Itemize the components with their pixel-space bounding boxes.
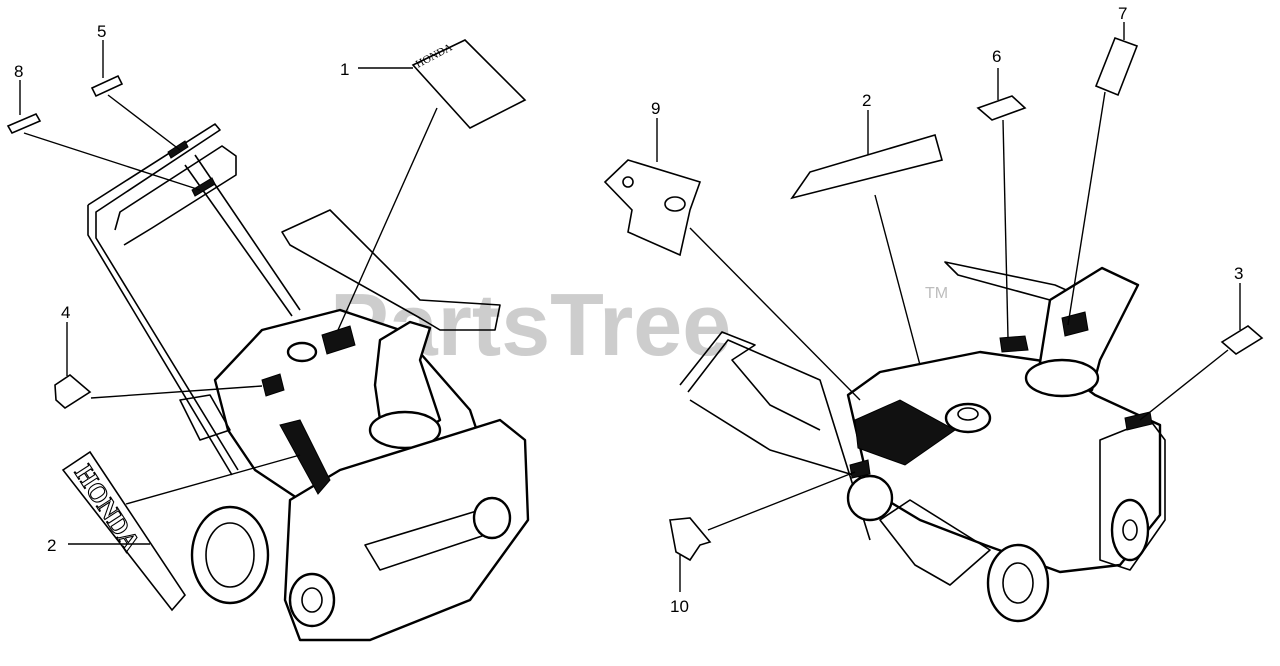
right-body-panel-decal xyxy=(854,399,956,466)
callout-7: 7 xyxy=(1118,4,1127,23)
right-body-decal-6 xyxy=(999,335,1029,353)
decal-6 xyxy=(976,95,1027,121)
right-snowblower xyxy=(679,261,1166,623)
right-loose-decals xyxy=(603,36,1264,562)
decal-2-honda-plate xyxy=(61,450,187,612)
decal-4 xyxy=(54,373,92,410)
callout-6: 6 xyxy=(992,47,1001,66)
callout-3: 3 xyxy=(1234,264,1243,283)
right-engine-body xyxy=(846,350,1162,574)
callout-9: 9 xyxy=(651,99,660,118)
left-leader-lines xyxy=(19,40,438,545)
left-handle-grip xyxy=(114,145,237,246)
left-snowblower xyxy=(87,123,530,642)
right-leader-lines xyxy=(656,22,1241,592)
decal-8 xyxy=(6,112,42,135)
callout-2-left: 2 xyxy=(47,536,56,555)
decal-5 xyxy=(90,74,124,98)
watermark-trademark: TM xyxy=(925,285,948,302)
left-fuel-cap xyxy=(286,341,318,363)
callout-8: 8 xyxy=(14,62,23,81)
right-handle xyxy=(687,339,871,541)
callout-1: 1 xyxy=(340,60,349,79)
callout-2-right: 2 xyxy=(862,91,871,110)
left-wheel-front xyxy=(288,572,336,628)
left-handle-inner xyxy=(87,205,233,476)
left-body-decal-1 xyxy=(321,325,356,355)
right-fuel-cap xyxy=(944,402,992,434)
left-auger-housing xyxy=(283,418,530,642)
decal-7 xyxy=(1094,36,1139,97)
callout-10: 10 xyxy=(670,597,689,616)
decal-3 xyxy=(1220,325,1264,355)
decal-2-lettering: HONDA xyxy=(69,459,146,556)
right-wheel xyxy=(986,543,1050,623)
left-body-decal-2 xyxy=(279,419,331,495)
decal-9 xyxy=(603,159,702,257)
decal-2-strip xyxy=(790,134,943,200)
left-chute-deflector xyxy=(281,209,501,331)
left-handle-outer xyxy=(87,123,239,471)
left-handle-decal-5 xyxy=(167,140,189,159)
decal-10 xyxy=(669,517,712,562)
left-handle-decal-8 xyxy=(191,177,216,197)
left-wheel-rear xyxy=(190,505,270,605)
callout-4: 4 xyxy=(61,303,70,322)
left-body-decal-4 xyxy=(261,373,285,397)
callout-numbers: 1 2 4 5 8 2 3 6 7 9 10 xyxy=(14,4,1243,616)
callout-5: 5 xyxy=(97,22,106,41)
decal-1-card xyxy=(411,39,527,129)
left-discharge-chute xyxy=(373,320,442,442)
